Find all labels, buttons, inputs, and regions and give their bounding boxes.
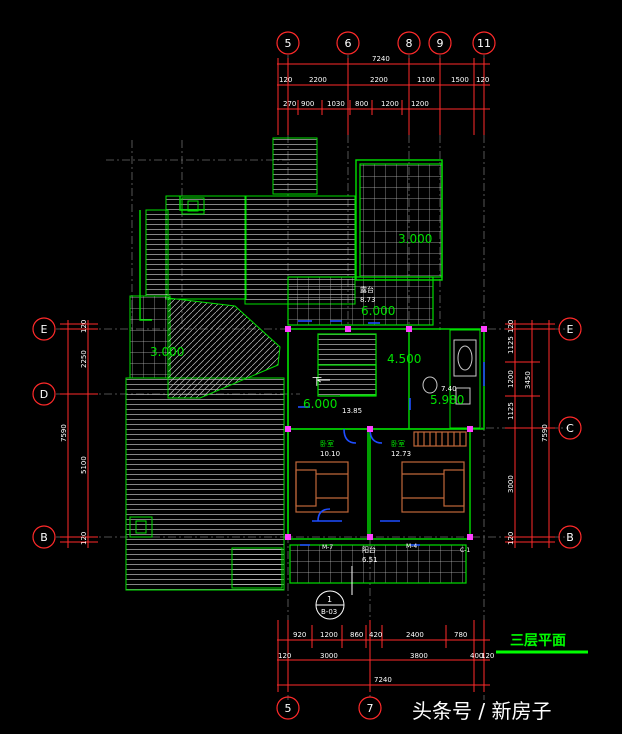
dim-right-3: 3450 <box>524 371 532 389</box>
dim-left-4: 120 <box>80 532 88 545</box>
dim-bot-r2-0: 120 <box>278 652 291 660</box>
dim-top-r1-4: 1500 <box>451 76 469 84</box>
stair-landing-elevation: 4.500 <box>387 352 421 366</box>
dim-left-0: 120 <box>80 320 88 333</box>
dim-right-7: 120 <box>507 532 515 545</box>
axis-top-9: 9 <box>437 37 444 50</box>
door-tag-m2: M-4 <box>406 543 417 550</box>
axis-bottom-5: 5 <box>285 702 292 715</box>
hall-area: 13.85 <box>342 407 362 415</box>
bathroom-fixtures <box>422 339 477 405</box>
dim-bot-r1-4: 2400 <box>406 631 424 639</box>
dim-bot-r2-1: 3000 <box>320 652 338 660</box>
left-dimension-text: 120 2250 7590 5100 120 <box>60 320 88 545</box>
window-tag-c1: C-1 <box>460 547 470 554</box>
dim-left-1: 2250 <box>80 350 88 368</box>
balcony-area: 8.73 <box>360 296 376 304</box>
axis-right-b: B <box>566 531 574 544</box>
axis-left-d: D <box>40 388 48 401</box>
right-dimensions <box>505 320 555 548</box>
axis-top-6: 6 <box>345 37 352 50</box>
top-dimension-text: 7240 120 2200 2200 1100 1500 120 270 900… <box>279 55 489 108</box>
dim-top-r1-5: 120 <box>476 76 489 84</box>
bath-elevation: 5.980 <box>430 393 464 407</box>
dim-bot-r1-5: 780 <box>454 631 467 639</box>
axis-bubble-labels: 5 6 8 9 11 5 7 E D B E C B <box>40 37 574 715</box>
left-dimensions <box>60 320 98 548</box>
door-tag-m1: M-7 <box>322 544 333 551</box>
dim-right-1: 1125 <box>507 336 515 354</box>
stair-down-label: 下 <box>312 377 322 388</box>
dim-right-6: 3000 <box>507 475 515 493</box>
axis-left-e: E <box>41 323 48 336</box>
bath-area: 7.40 <box>441 385 457 393</box>
south-balcony-name: 阳台 <box>362 545 376 554</box>
axis-top-11: 11 <box>477 37 491 50</box>
axis-top-5: 5 <box>285 37 292 50</box>
stair: 下 <box>312 333 377 397</box>
bottom-dimension-text: 920 1200 860 420 2400 780 120 3000 3800 … <box>278 631 494 684</box>
section-number: 1 <box>327 595 332 604</box>
drawing-title: 三层平面 <box>510 633 566 649</box>
balcony-name: 露台 <box>360 285 374 294</box>
dim-top-r2-2: 1030 <box>327 100 345 108</box>
walls <box>139 159 485 540</box>
dim-bot-r2-3: 400 <box>470 652 483 660</box>
dim-top-r2-4: 1200 <box>381 100 399 108</box>
axis-right-e: E <box>567 323 574 336</box>
dim-bot-r2-2: 3800 <box>410 652 428 660</box>
terrace-left-elevation: 3.000 <box>150 345 184 359</box>
dim-top-r1-2: 2200 <box>370 76 388 84</box>
roof-vents <box>129 197 205 538</box>
dim-right-2: 1200 <box>507 370 515 388</box>
terrace-top-right-elevation: 3.000 <box>398 232 432 246</box>
dim-bottom-total: 7240 <box>374 676 392 684</box>
dim-top-total: 7240 <box>372 55 390 63</box>
tiled-terraces <box>287 163 481 584</box>
dim-bot-r1-3: 420 <box>369 631 382 639</box>
axis-bubbles <box>32 31 582 720</box>
columns <box>285 326 487 540</box>
dim-top-r1-3: 1100 <box>417 76 435 84</box>
bedroom2-name: 卧室 <box>391 439 405 448</box>
bedroom1-area: 10.10 <box>320 450 340 458</box>
dim-right-4: 1125 <box>507 402 515 420</box>
bottom-dimensions <box>277 620 490 692</box>
axis-top-8: 8 <box>406 37 413 50</box>
dim-top-r2-0: 270 <box>283 100 296 108</box>
dim-right-0: 120 <box>507 320 515 333</box>
dim-left-2: 7590 <box>60 424 68 442</box>
balcony-elevation: 6.000 <box>361 304 395 318</box>
axis-right-c: C <box>566 422 574 435</box>
axis-left-b: B <box>40 531 48 544</box>
bedroom1-name: 卧室 <box>320 439 334 448</box>
top-dimensions <box>277 58 490 135</box>
dim-top-r2-1: 900 <box>301 100 314 108</box>
dim-bot-r1-2: 860 <box>350 631 363 639</box>
hall-elevation: 6.000 <box>303 397 337 411</box>
south-balcony-area: 6.51 <box>362 556 378 564</box>
bedroom2-area: 12.73 <box>391 450 411 458</box>
bedroom-furniture <box>295 431 467 513</box>
dim-top-r1-0: 120 <box>279 76 292 84</box>
room-labels: 露台 8.73 6.000 3.000 3.000 4.500 6.000 13… <box>150 232 470 564</box>
section-marker: 1 B-03 <box>315 566 353 620</box>
dim-right-5: 7590 <box>541 424 549 442</box>
dim-left-3: 5100 <box>80 456 88 474</box>
dim-top-r1-1: 2200 <box>309 76 327 84</box>
dim-bot-r2-4: 120 <box>481 652 494 660</box>
dim-bot-r1-0: 920 <box>293 631 306 639</box>
dim-top-r2-3: 800 <box>355 100 368 108</box>
watermark-text: 头条号 / 新房子 <box>412 699 551 723</box>
axis-bottom-7: 7 <box>367 702 374 715</box>
right-dimension-text: 120 1125 1200 3450 1125 7590 3000 120 <box>507 320 549 545</box>
dim-bot-r1-1: 1200 <box>320 631 338 639</box>
section-sheet: B-03 <box>321 608 337 616</box>
dim-top-r2-5: 1200 <box>411 100 429 108</box>
